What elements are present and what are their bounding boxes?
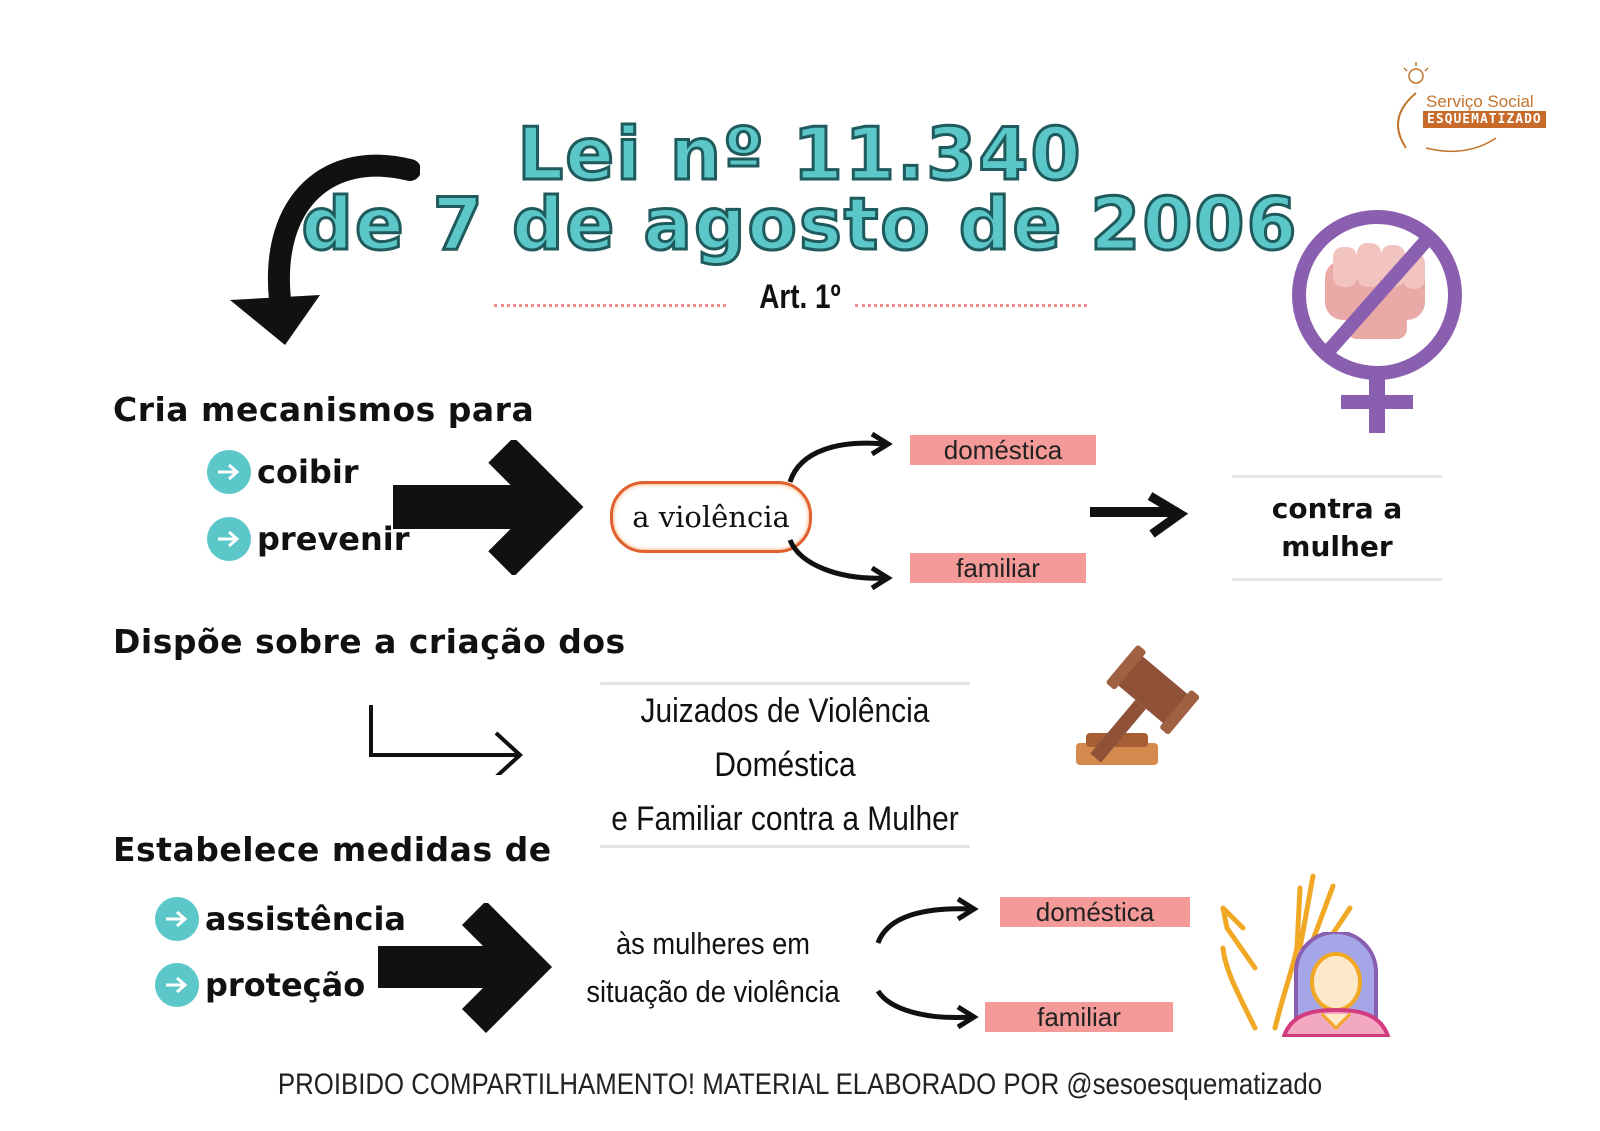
bullet-arrow-icon bbox=[207, 450, 251, 494]
juizados-box: Juizados de Violência Doméstica e Famili… bbox=[600, 682, 970, 848]
women-line1: às mulheres em bbox=[615, 926, 811, 961]
title-line1: Lei nº 11.340 bbox=[516, 111, 1083, 198]
section2-heading: Dispõe sobre a criação dos bbox=[113, 622, 626, 661]
tag-domestica-1: doméstica bbox=[910, 435, 1096, 465]
item-label: coibir bbox=[257, 453, 359, 491]
raised-hand-icon bbox=[1220, 873, 1353, 1031]
target-label: contra a mulher bbox=[1232, 475, 1442, 581]
logo-line1: Serviço Social bbox=[1426, 92, 1534, 111]
tag-domestica-2: doméstica bbox=[1000, 897, 1190, 927]
item-label: assistência bbox=[205, 900, 407, 938]
bullet-arrow-icon bbox=[155, 963, 199, 1007]
item-label: prevenir bbox=[257, 520, 410, 558]
target-line2: mulher bbox=[1281, 530, 1393, 563]
branch-arrows bbox=[787, 431, 893, 590]
arrow-right-small-icon bbox=[1090, 492, 1189, 538]
tag-familiar-2: familiar bbox=[985, 1002, 1173, 1032]
item-label: proteção bbox=[205, 966, 366, 1004]
woman-avatar-icon bbox=[1282, 932, 1391, 1037]
juizados-line1: Juizados de Violência Doméstica bbox=[640, 692, 930, 784]
section3-heading: Estabelece medidas de bbox=[113, 830, 552, 869]
section1-item-coibir: coibir bbox=[207, 450, 359, 494]
section3-item-protecao: proteção bbox=[155, 963, 365, 1007]
section1-item-prevenir: prevenir bbox=[207, 517, 409, 561]
branch-arrows bbox=[875, 896, 979, 1030]
arrow-right-icon bbox=[393, 440, 584, 575]
violence-node: a violência bbox=[610, 481, 812, 553]
arrow-right-icon bbox=[378, 903, 553, 1033]
article-label: Art. 1º bbox=[759, 278, 841, 316]
curved-arrow-icon bbox=[230, 154, 420, 345]
tag-familiar-1: familiar bbox=[910, 553, 1086, 583]
dotted-divider-left bbox=[494, 304, 726, 307]
juizados-line2: e Familiar contra a Mulher bbox=[611, 800, 959, 838]
dotted-divider-right bbox=[855, 304, 1087, 307]
women-line2: situação de violência bbox=[586, 974, 840, 1009]
footer-note: PROIBIDO COMPARTILHAMENTO! MATERIAL ELAB… bbox=[277, 1068, 1323, 1101]
women-label: às mulheres em situação de violência bbox=[585, 920, 840, 1016]
no-violence-female-icon bbox=[1292, 210, 1462, 433]
elbow-arrow-icon bbox=[369, 705, 523, 775]
target-line1: contra a bbox=[1271, 492, 1403, 525]
logo-line2: ESQUEMATIZADO bbox=[1423, 111, 1546, 128]
bullet-arrow-icon bbox=[207, 517, 251, 561]
gavel-icon bbox=[1076, 645, 1200, 765]
bullet-arrow-icon bbox=[155, 897, 199, 941]
section3-item-assistencia: assistência bbox=[155, 897, 406, 941]
section1-heading: Cria mecanismos para bbox=[113, 390, 535, 429]
logo-bulb-icon bbox=[1397, 62, 1497, 153]
title-line2: de 7 de agosto de 2006 bbox=[300, 181, 1299, 268]
